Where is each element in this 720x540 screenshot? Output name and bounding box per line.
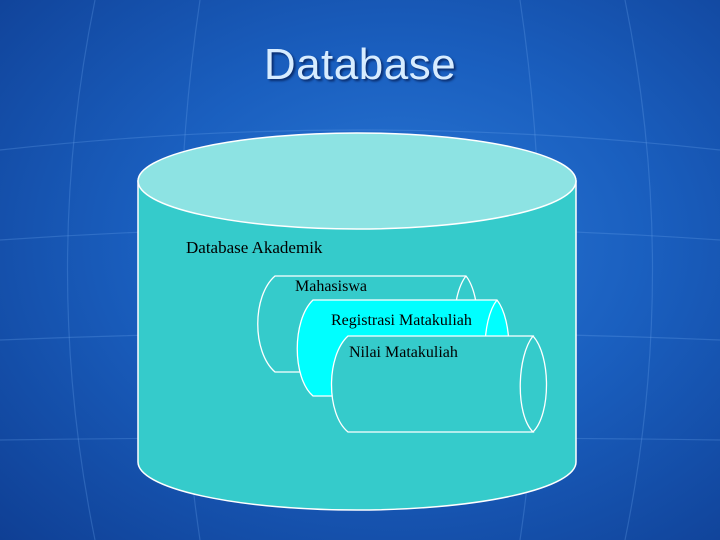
table-label-registrasi: Registrasi Matakuliah (331, 312, 472, 329)
cylinder-top (137, 132, 577, 230)
database-label: Database Akademik (186, 238, 323, 257)
slide-title: Database (263, 40, 457, 89)
table-label-nilai: Nilai Matakuliah (349, 344, 458, 361)
table-label-mahasiswa: Mahasiswa (295, 278, 367, 295)
